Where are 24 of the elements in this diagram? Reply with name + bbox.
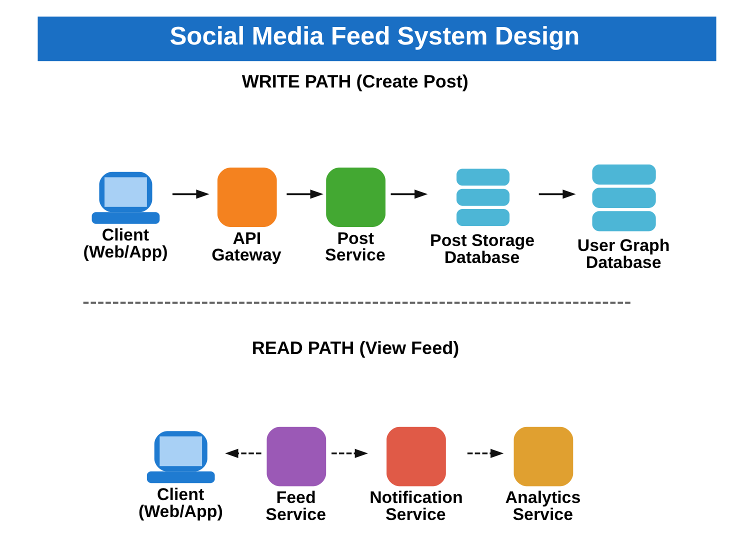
arrow	[172, 190, 209, 199]
node-label: Post Service	[324, 228, 385, 265]
node-box	[216, 168, 276, 228]
node-box	[513, 426, 573, 486]
node-label: API Gateway	[211, 228, 281, 265]
label: WRITE PATH (Create Post)	[241, 72, 468, 92]
node-label: Analytics Service	[504, 488, 580, 524]
node-box	[386, 426, 446, 486]
arrow	[538, 190, 576, 199]
node-label: Notification Service	[369, 488, 462, 524]
node-box	[266, 426, 326, 486]
node-label: Client (Web/App)	[138, 484, 222, 521]
node-label: Client (Web/App)	[82, 226, 168, 262]
node-label: User Graph Database	[576, 236, 670, 272]
diagram-title: Social Media Feed System Design	[169, 22, 580, 50]
arrow	[331, 448, 368, 458]
node-label: Feed Service	[265, 488, 326, 524]
arrow	[286, 190, 323, 199]
arrow	[466, 448, 504, 458]
label: READ PATH (View Feed)	[251, 338, 459, 358]
node-box	[326, 168, 385, 228]
arrow	[224, 448, 261, 458]
arrow	[390, 190, 428, 199]
node-label: Post Storage Database	[430, 230, 534, 267]
